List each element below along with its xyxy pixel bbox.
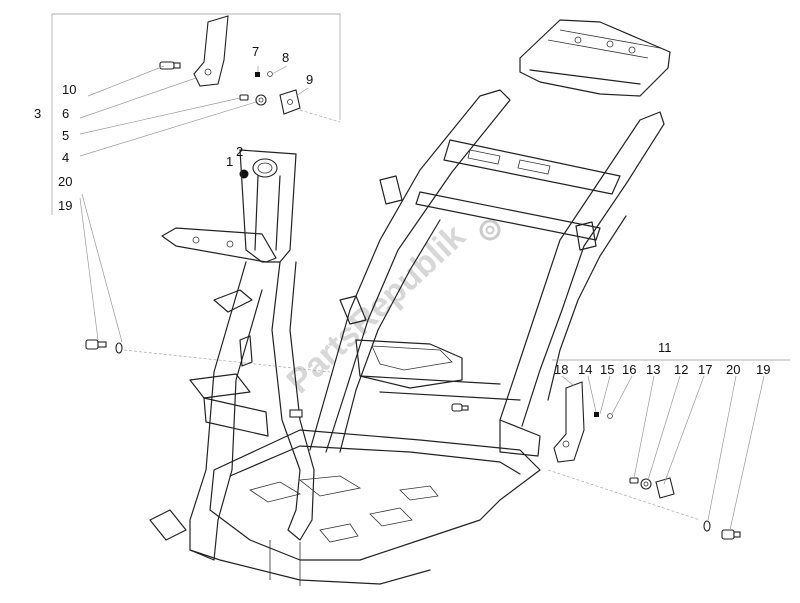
part-nut-14 (594, 412, 599, 417)
part-washer-8 (267, 71, 273, 77)
part-bracket-3 (193, 15, 229, 87)
callout-5: 5 (62, 128, 69, 143)
gear-icon (479, 219, 501, 241)
part-plate-17 (655, 477, 675, 499)
callout-13: 13 (646, 362, 660, 377)
callout-19-left: 19 (58, 198, 72, 213)
callout-20-left: 20 (58, 174, 72, 189)
callout-12: 12 (674, 362, 688, 377)
callout-15: 15 (600, 362, 614, 377)
leader-lines-right (547, 375, 765, 531)
part-washer-12 (640, 478, 652, 490)
part-bushing-2 (252, 158, 278, 178)
watermark: PartsRepublik (280, 217, 473, 401)
part-washer-20-right (703, 520, 711, 532)
parts-group-box-upper (51, 13, 341, 215)
callout-2: 2 (236, 144, 243, 159)
part-bracket-18 (553, 381, 585, 463)
watermark-text: PartsRepublik (280, 217, 473, 401)
callout-20-right: 20 (726, 362, 740, 377)
callout-18: 18 (554, 362, 568, 377)
callout-11: 11 (658, 340, 672, 355)
callout-19-right: 19 (756, 362, 770, 377)
part-bolt-19-left (85, 339, 107, 350)
scooter-frame (149, 19, 671, 586)
part-washer-20-left (115, 342, 123, 354)
callout-6: 6 (62, 106, 69, 121)
part-plate-9 (279, 89, 301, 115)
part-washer-5 (255, 94, 267, 106)
callout-4: 4 (62, 150, 69, 165)
callout-7: 7 (252, 44, 259, 59)
callout-3: 3 (34, 106, 41, 121)
part-pin-13 (629, 477, 639, 484)
part-nut-7 (255, 72, 260, 77)
callout-14: 14 (578, 362, 592, 377)
callout-labels: 1 2 3 4 5 6 7 8 9 10 11 12 13 14 15 16 1… (34, 44, 770, 377)
callout-9: 9 (306, 72, 313, 87)
part-washer-16 (607, 413, 613, 419)
part-bolt-19-right (721, 529, 741, 540)
callout-17: 17 (698, 362, 712, 377)
callout-10: 10 (62, 82, 76, 97)
leader-lines-left-19-20 (79, 193, 331, 373)
part-pin-6 (239, 94, 249, 101)
part-bolt-10 (159, 61, 181, 70)
callout-8: 8 (282, 50, 289, 65)
callout-1: 1 (226, 154, 233, 169)
callout-16: 16 (622, 362, 636, 377)
leader-lines-upper (79, 65, 341, 157)
